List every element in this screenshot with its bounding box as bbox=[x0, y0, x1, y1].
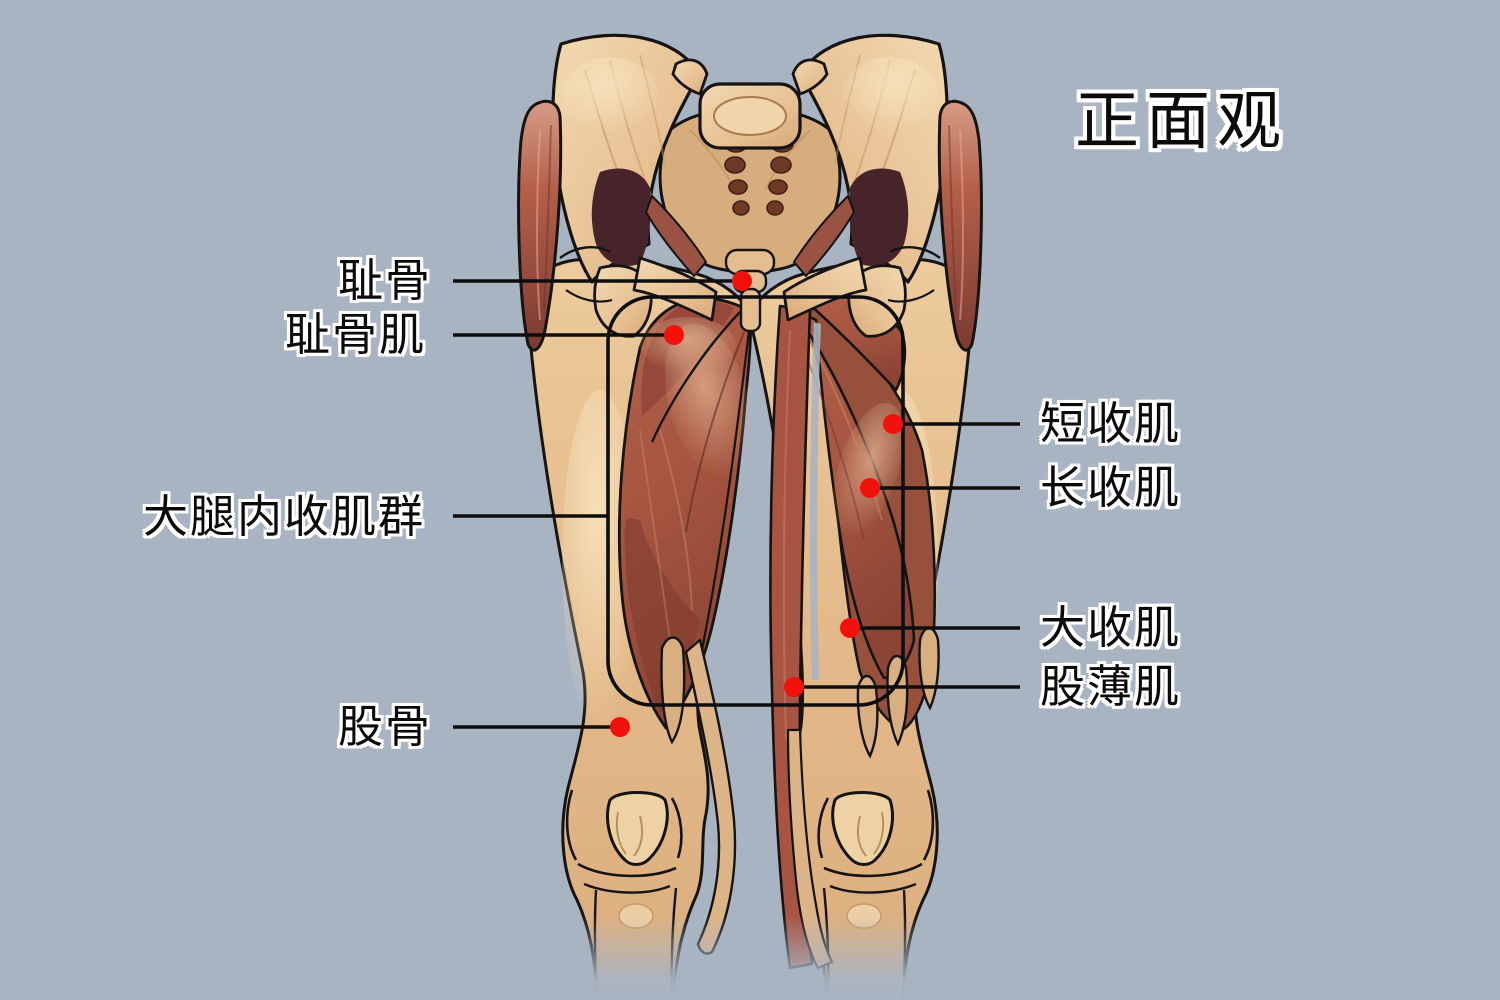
label-adductor-group: 大腿内收肌群 bbox=[143, 491, 426, 542]
adductor-group-frame bbox=[606, 295, 905, 707]
figure bbox=[470, 33, 1030, 1000]
label-pectineus: 耻骨肌 bbox=[285, 309, 427, 360]
right-adductor-muscles bbox=[769, 292, 940, 970]
marker-dot-pectineus bbox=[664, 325, 684, 345]
label-pubis: 耻骨 bbox=[338, 255, 433, 306]
left-adductor-muscles bbox=[617, 296, 753, 955]
l5-vertebra bbox=[671, 58, 829, 150]
annotation-layer bbox=[453, 271, 1020, 737]
marker-dot-pubis bbox=[732, 271, 752, 291]
marker-dot-adductor-brevis bbox=[883, 414, 903, 434]
marker-dot-adductor-magnus bbox=[840, 618, 860, 638]
label-adductor-brevis: 短收肌 bbox=[1040, 398, 1182, 449]
marker-dot-gracilis bbox=[784, 677, 804, 697]
marker-dot-adductor-longus bbox=[860, 478, 880, 498]
label-adductor-magnus: 大收肌 bbox=[1040, 602, 1182, 653]
bottom-fade bbox=[470, 915, 1030, 1000]
view-title: 正面观 bbox=[1075, 85, 1288, 157]
marker-dot-femur bbox=[610, 717, 630, 737]
label-gracilis: 股薄肌 bbox=[1040, 661, 1182, 712]
label-femur: 股骨 bbox=[338, 701, 433, 752]
label-adductor-longus: 长收肌 bbox=[1040, 462, 1182, 513]
